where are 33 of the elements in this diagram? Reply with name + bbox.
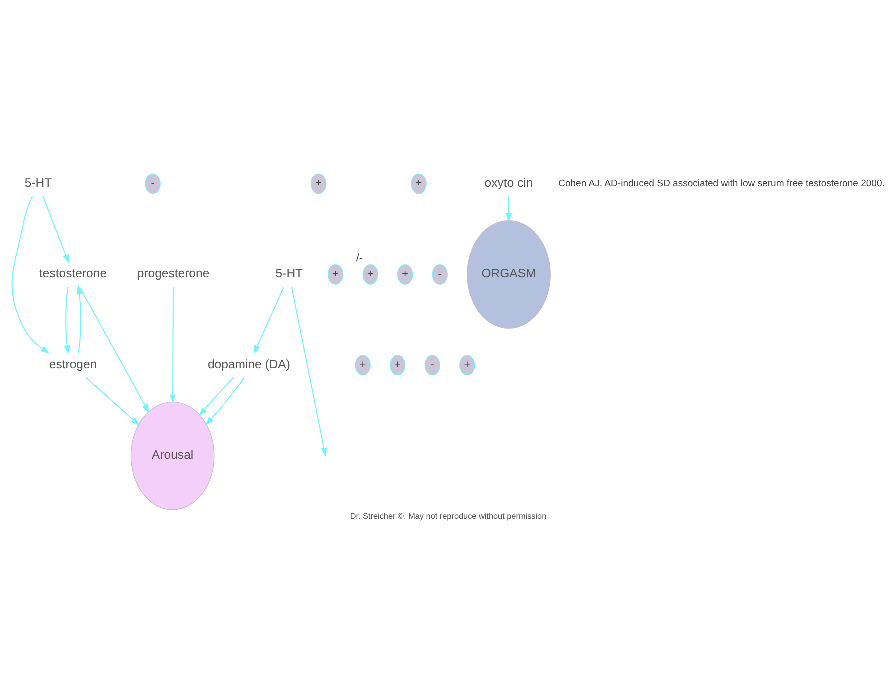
node-ellipse: - bbox=[144, 174, 160, 194]
arrow bbox=[505, 196, 512, 222]
node-ellipse: + bbox=[354, 355, 370, 376]
node-ellipse: + bbox=[459, 355, 475, 376]
node-ellipse: + bbox=[310, 174, 326, 194]
node-text: 5-HT bbox=[24, 176, 52, 190]
arrow bbox=[198, 377, 234, 416]
node-text: estrogen bbox=[48, 357, 97, 372]
arrow bbox=[253, 286, 284, 354]
node-text: progesterone bbox=[136, 266, 210, 281]
node-label: /- bbox=[356, 252, 363, 264]
node-ellipse: + bbox=[362, 264, 378, 285]
arrow bbox=[290, 287, 327, 457]
arrow bbox=[42, 196, 69, 264]
node-ellipse: + bbox=[410, 174, 426, 194]
node-ellipse: + bbox=[327, 264, 344, 285]
node-ellipse: + bbox=[397, 264, 413, 285]
arrow bbox=[169, 287, 176, 404]
node-ellipse: - bbox=[424, 355, 440, 376]
arrow bbox=[205, 377, 245, 426]
arrow bbox=[64, 286, 70, 355]
node-text: oxyto cin bbox=[484, 176, 533, 190]
arrow bbox=[85, 377, 140, 426]
node-ellipse: + bbox=[390, 355, 406, 376]
node-text: testosterone bbox=[39, 266, 107, 281]
node-ellipse: - bbox=[432, 264, 448, 285]
node-ellipse: ORGASM bbox=[466, 220, 550, 329]
arrow bbox=[78, 286, 150, 414]
arrow bbox=[11, 196, 50, 354]
label: Cohen AJ. AD-induced SD associated with low serum free testosterone 2000. bbox=[558, 178, 884, 190]
node-text: 5-HT bbox=[275, 266, 303, 281]
arrow bbox=[76, 286, 82, 354]
node-text: dopamine (DA) bbox=[207, 357, 290, 372]
